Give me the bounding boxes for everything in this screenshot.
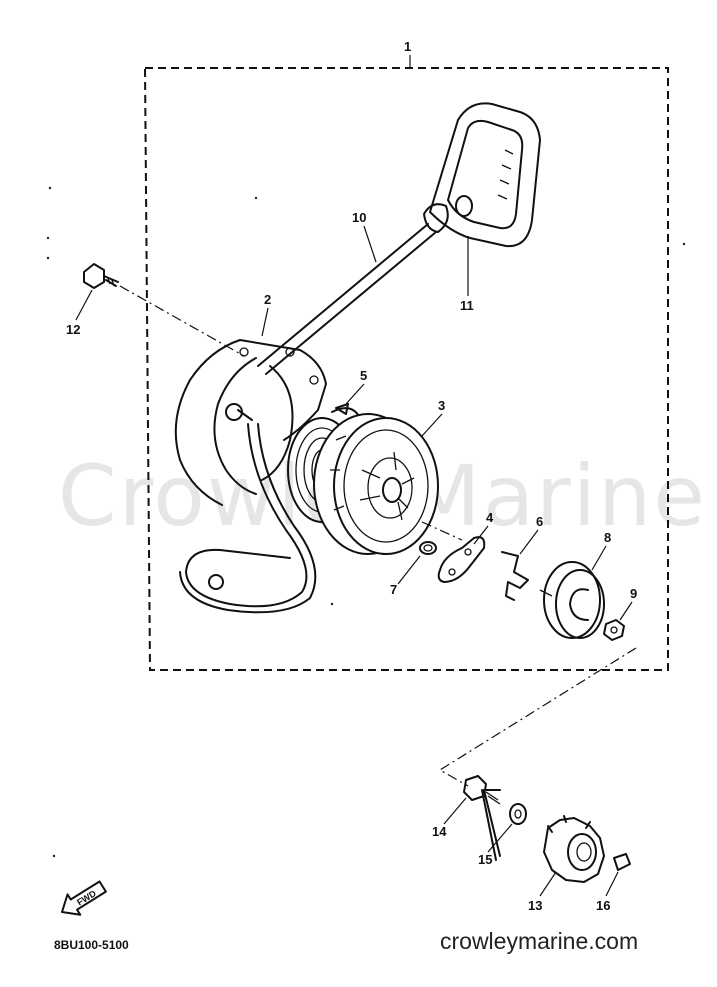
lower-leader xyxy=(438,647,637,787)
callout-7: 7 xyxy=(390,582,397,597)
fwd-arrow-icon: FWD xyxy=(61,880,107,916)
callout-16: 16 xyxy=(596,898,610,913)
callout-16-pointer xyxy=(605,871,619,897)
callout-2: 2 xyxy=(264,292,271,307)
key xyxy=(613,853,631,871)
callout-6-pointer xyxy=(519,529,539,555)
nut xyxy=(603,619,625,641)
callout-3: 3 xyxy=(438,398,445,413)
callout-3-pointer xyxy=(421,413,443,437)
pawl-spring xyxy=(419,541,437,555)
scan-marks xyxy=(46,186,686,858)
starter-case xyxy=(174,339,327,614)
callout-9: 9 xyxy=(630,586,637,601)
starter-rope xyxy=(257,223,437,375)
pulley-drum xyxy=(313,413,439,555)
callout-4-pointer xyxy=(473,525,489,545)
diagram-code: 8BU100-5100 xyxy=(54,938,129,952)
callout-8: 8 xyxy=(604,530,611,545)
callout-5-pointer xyxy=(345,383,365,405)
callout-14-pointer xyxy=(443,797,467,825)
pawl xyxy=(437,536,486,583)
callout-10: 10 xyxy=(352,210,366,225)
callout-15-pointer xyxy=(487,823,513,853)
drive-pulley xyxy=(543,815,605,883)
bolt-left-leader xyxy=(119,285,245,357)
callout-15: 15 xyxy=(478,852,492,867)
callout-13: 13 xyxy=(528,898,542,913)
bolt-left xyxy=(83,263,119,289)
washer xyxy=(509,803,527,825)
callout-4: 4 xyxy=(486,510,494,525)
drive-plate xyxy=(539,561,605,639)
callout-14: 14 xyxy=(432,824,447,839)
callout-8-pointer xyxy=(591,545,607,571)
pawl-leader xyxy=(421,521,463,541)
site-watermark: crowleymarine.com xyxy=(440,928,639,954)
callout-6: 6 xyxy=(536,514,543,529)
bolt-bottom xyxy=(463,775,501,861)
callout-12: 12 xyxy=(66,322,80,337)
callout-1: 1 xyxy=(404,39,411,54)
callout-2-pointer xyxy=(261,307,269,337)
callout-11: 11 xyxy=(460,298,474,313)
assembly-boundary xyxy=(143,67,669,671)
callout-5: 5 xyxy=(360,368,367,383)
callout-10-pointer xyxy=(363,225,377,263)
callout-12-pointer xyxy=(75,289,93,321)
callout-9-pointer xyxy=(619,601,633,621)
starter-handle xyxy=(423,102,541,248)
drive-clip xyxy=(501,551,529,601)
callout-13-pointer xyxy=(539,871,557,897)
callout-7-pointer xyxy=(397,555,421,585)
